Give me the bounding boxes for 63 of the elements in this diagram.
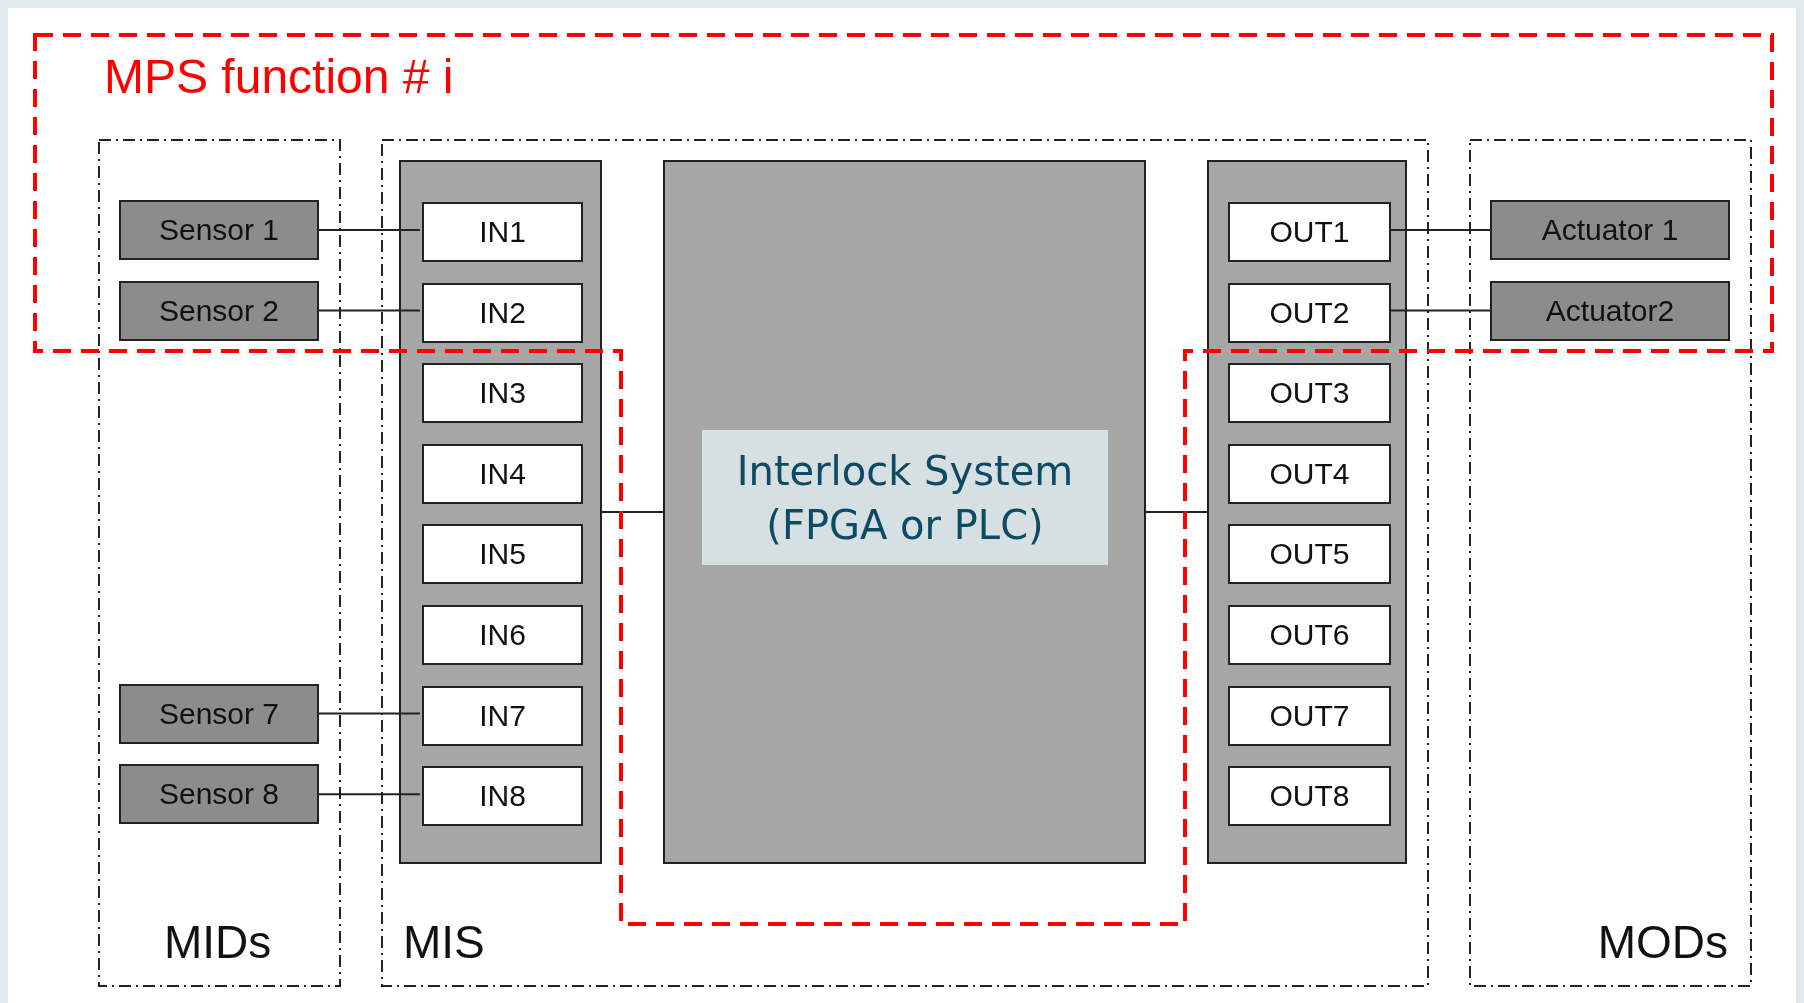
port-label: IN8 xyxy=(479,781,526,812)
port-label: OUT2 xyxy=(1269,297,1350,328)
group-label: MIS xyxy=(403,919,485,965)
port-label: IN1 xyxy=(479,217,526,247)
device-box xyxy=(1490,280,1730,341)
device-box xyxy=(119,683,319,744)
port-label: OUT5 xyxy=(1269,539,1350,570)
group-frame xyxy=(381,139,1429,987)
device-label: Sensor 2 xyxy=(158,295,280,326)
connector-line xyxy=(1145,511,1208,513)
connector-line xyxy=(318,229,421,231)
port-label: OUT3 xyxy=(1269,378,1350,409)
connector-line xyxy=(1388,309,1491,312)
port-box xyxy=(1228,202,1391,262)
group-label: MIDs xyxy=(164,919,272,965)
port-label: OUT1 xyxy=(1269,217,1350,247)
io-module xyxy=(399,160,602,864)
function-title: MPS function # i xyxy=(104,53,454,101)
port-box xyxy=(1228,685,1391,746)
port-box xyxy=(422,685,583,746)
port-label: IN7 xyxy=(479,700,526,731)
port-label: IN6 xyxy=(479,620,526,650)
device-label: Sensor 7 xyxy=(158,698,280,729)
interlock-system-block xyxy=(663,160,1146,864)
port-box xyxy=(422,605,583,665)
group-label: MODs xyxy=(1597,919,1728,965)
connector-line xyxy=(318,309,421,312)
system-label: Interlock System (FPGA or PLC) xyxy=(735,446,1075,550)
device-label: Sensor 1 xyxy=(158,215,280,245)
group-frame xyxy=(98,139,341,987)
device-box xyxy=(119,764,319,825)
port-label: OUT4 xyxy=(1269,458,1350,489)
device-box xyxy=(1490,200,1730,260)
device-box xyxy=(119,200,319,260)
port-label: IN5 xyxy=(479,539,526,570)
port-label: OUT8 xyxy=(1269,781,1350,812)
port-box xyxy=(422,766,583,827)
device-label: Actuator 1 xyxy=(1541,215,1679,245)
connector-line xyxy=(318,793,421,796)
port-box xyxy=(422,524,583,585)
connector-line xyxy=(318,712,421,715)
port-box xyxy=(422,282,583,343)
port-label: OUT7 xyxy=(1269,700,1350,731)
device-label: Actuator2 xyxy=(1545,295,1675,326)
port-box xyxy=(1228,524,1391,585)
port-box xyxy=(1228,363,1391,424)
port-box xyxy=(422,443,583,504)
port-box xyxy=(422,202,583,262)
group-frame xyxy=(1469,139,1752,987)
port-box xyxy=(1228,443,1391,504)
connector-line xyxy=(1388,229,1491,231)
port-box xyxy=(1228,766,1391,827)
port-label: IN2 xyxy=(479,297,526,328)
connector-line xyxy=(601,511,664,513)
device-box xyxy=(119,280,319,341)
port-box xyxy=(1228,282,1391,343)
io-module xyxy=(1207,160,1407,864)
device-label: Sensor 8 xyxy=(158,779,280,810)
port-box xyxy=(422,363,583,424)
port-label: IN3 xyxy=(479,378,526,409)
port-label: IN4 xyxy=(479,458,526,489)
port-label: OUT6 xyxy=(1269,620,1350,650)
port-box xyxy=(1228,605,1391,665)
